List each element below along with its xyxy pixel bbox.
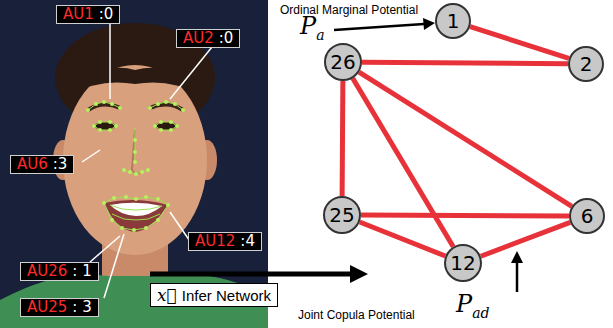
dependency-edge — [361, 215, 569, 217]
au-intensity: : 3 — [72, 298, 91, 316]
math-symbol: P — [300, 12, 316, 40]
au-tag: AU6 :3 — [10, 155, 74, 174]
math-subscript: ad — [472, 305, 489, 321]
au-name: AU6 — [17, 155, 48, 173]
math-subscript: a — [316, 27, 324, 43]
au-intensity: :0 — [99, 5, 114, 23]
node-label: 1 — [447, 9, 460, 33]
math-symbol: x⃗ — [157, 285, 177, 305]
node-label: 26 — [330, 50, 355, 74]
au-node: 1 — [435, 3, 471, 39]
label-group: Pad — [456, 290, 489, 321]
au-node: 6 — [569, 198, 605, 234]
dependency-edge — [362, 62, 568, 64]
au-name: AU25 — [27, 298, 67, 316]
au-node: 12 — [444, 244, 482, 282]
au-name: AU1 — [63, 5, 94, 23]
dependency-edge — [342, 81, 344, 196]
node-label: 6 — [581, 204, 594, 228]
au-intensity: :0 — [219, 29, 234, 47]
au-name: AU26 — [27, 262, 67, 280]
dependency-edge — [481, 222, 570, 256]
au-tag: AU26 : 1 — [20, 262, 99, 281]
au-intensity: :4 — [240, 232, 255, 250]
au-intensity: : 1 — [72, 262, 91, 280]
dependency-edge — [353, 78, 454, 246]
node-label: 25 — [329, 203, 354, 227]
label-group: Joint Copula Potential — [298, 308, 415, 322]
au-tag: AU1 :0 — [56, 5, 120, 24]
label-group: Pa — [300, 12, 325, 43]
infer-label: Infer Network — [182, 287, 271, 304]
au-tag: AU12 :4 — [188, 232, 262, 251]
dependency-edge — [470, 27, 569, 59]
potential-label: Joint Copula Potential — [298, 308, 415, 322]
dependency-edge — [360, 222, 446, 256]
au-name: AU2 — [183, 29, 214, 47]
au-name: AU12 — [195, 232, 235, 250]
au-tag: AU2 :0 — [176, 29, 240, 48]
node-label: 2 — [580, 52, 593, 76]
infer-box: x⃗ Infer Network — [150, 283, 278, 307]
au-node: 2 — [568, 46, 604, 82]
au-tag: AU25 : 3 — [20, 298, 99, 317]
au-node: 25 — [323, 196, 361, 234]
au-intensity: :3 — [53, 155, 68, 173]
au-node: 26 — [324, 43, 362, 81]
math-symbol: P — [456, 290, 472, 318]
node-label: 12 — [450, 251, 475, 275]
